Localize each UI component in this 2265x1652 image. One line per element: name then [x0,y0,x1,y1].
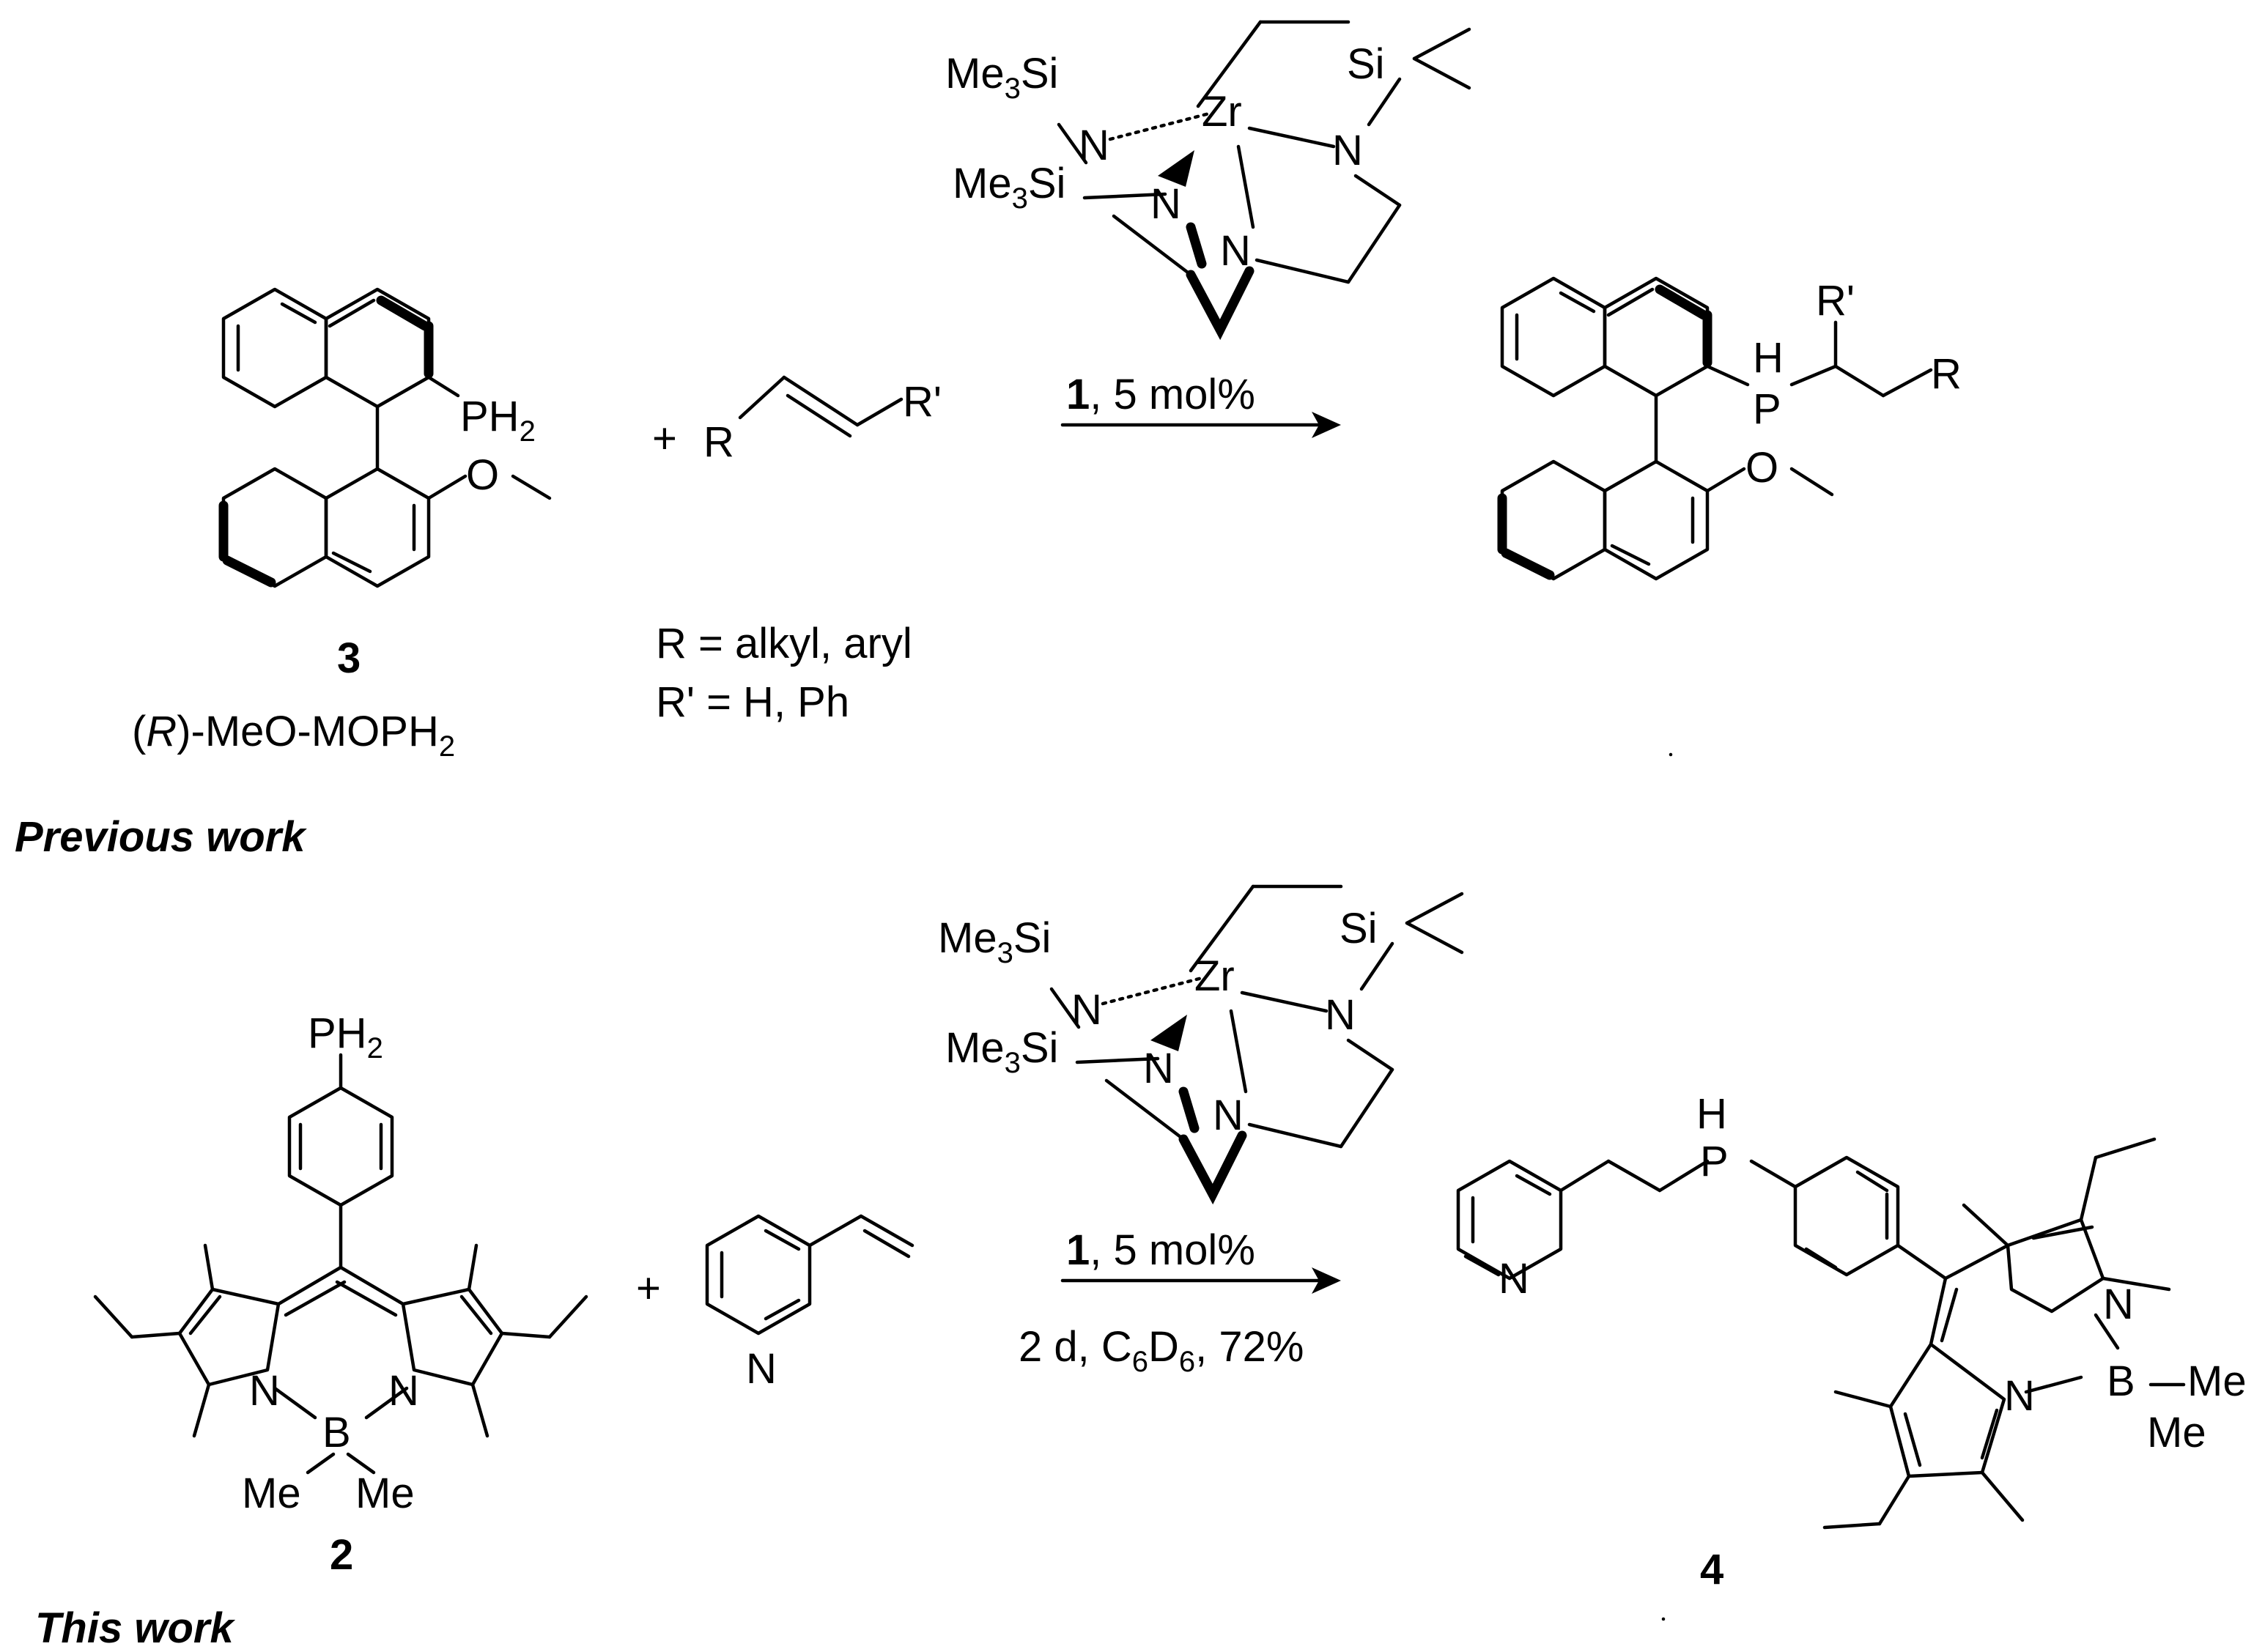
compound-4-nitrogen-lower: N [2004,1372,2035,1420]
compound-3-structure: PH2 O [218,287,552,588]
compound-4-boron: B [2107,1357,2135,1405]
compound-4-methyl-1: Me [2187,1357,2247,1405]
compound-4-pyridine-nitrogen: N [1499,1255,1529,1303]
compound-3-number: 3 [337,634,361,682]
substituent-definition-r: R = alkyl, aryl [656,620,912,667]
product-top-h: H [1753,334,1784,382]
previous-work-label: Previous work [15,813,307,861]
reaction-conditions: 2 d, C6D6, 72% [1019,1323,1304,1378]
compound-4-structure: H P N N N B Me Me [1456,1090,2247,1530]
methoxy-oxygen: O [466,451,499,499]
compound-2-ph2-label: PH2 [308,1010,383,1064]
compound-2-methyl-right: Me [355,1470,415,1517]
compound-2-methyl-left: Me [242,1470,301,1517]
compound-2-boron: B [322,1409,351,1456]
product-top-phosphorus: P [1753,385,1781,433]
plus-sign-top: + [652,415,677,462]
product-top-r-prime: R' [1816,277,1855,325]
alkene-r-prime-group: R' [903,378,942,426]
compound-2-nitrogen-left: N [249,1367,280,1415]
catalyst-loading-bottom: 1, 5 mol% [1066,1226,1255,1274]
plus-sign-bottom: + [636,1264,661,1312]
compound-4-nitrogen-upper: N [2103,1281,2134,1328]
zirconium-catalyst-top [945,22,1671,755]
compound-4-methyl-2: Me [2147,1409,2206,1456]
compound-2-nitrogen-right: N [388,1367,419,1415]
substituent-definition-r-prime: R' = H, Ph [656,678,849,726]
compound-2-structure: PH2 N N B Me Me [93,1010,588,1517]
pyridine-nitrogen: N [746,1345,777,1393]
this-work-label: This work [35,1604,235,1652]
hydrophosphination-product-top: H P R' R O [1497,276,1962,581]
vinylpyridine-structure: N [705,1214,915,1393]
compound-2-number: 2 [330,1531,353,1579]
compound-3-name: (R)-MeO-MOPH2 [132,708,455,763]
alkene-structure: R R' [703,375,942,466]
product-top-r: R [1931,350,1962,398]
phosphine-ph2-label: PH2 [460,393,536,448]
reaction-arrow-top [1060,412,1341,438]
alkene-r-group: R [703,418,734,466]
compound-4-h: H [1696,1090,1727,1138]
catalyst-loading-top: 1, 5 mol% [1066,371,1255,418]
product-top-methoxy-oxygen: O [1745,444,1778,492]
compound-4-number: 4 [1700,1546,1723,1593]
compound-4-phosphorus: P [1700,1138,1729,1185]
reaction-arrow-bottom [1060,1267,1341,1294]
